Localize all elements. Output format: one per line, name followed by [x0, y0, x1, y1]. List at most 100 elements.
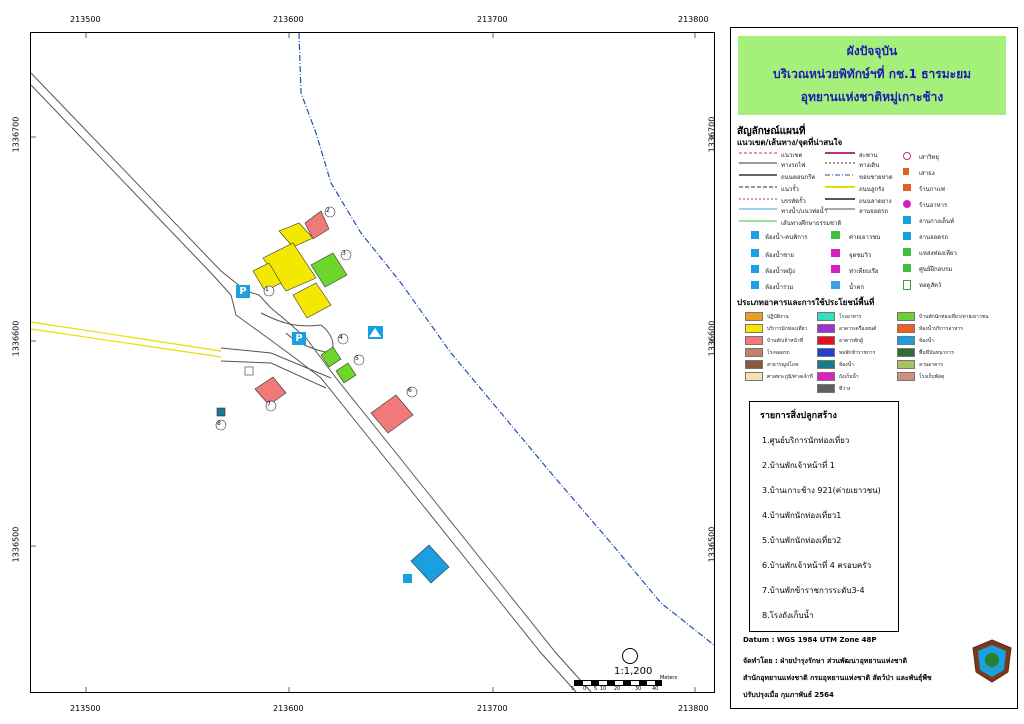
- label-7: 7: [267, 401, 271, 408]
- map-canvas[interactable]: [31, 33, 714, 692]
- restroom-legend-icon: [751, 281, 759, 289]
- point-item-6: แหล่งท่องเที่ยว: [919, 250, 957, 257]
- scale-tick-5: 30: [635, 686, 642, 692]
- grid-label-x-bottom-1: 213500: [70, 704, 101, 713]
- restaurant-icon: [903, 200, 911, 208]
- beach-line: [298, 33, 714, 646]
- line-item-7: สะพาน: [859, 152, 878, 159]
- male-restroom-icon: [751, 249, 759, 257]
- restroom-building: [410, 544, 450, 584]
- landuse-swatch: [745, 312, 763, 321]
- parking-legend-icon: [903, 232, 911, 240]
- facility-0: ห้องน้ำ-คนพิการ: [765, 234, 808, 241]
- facility-4: ค่ายเยาวชน: [849, 234, 881, 241]
- facility-5: จุดชมวิว: [849, 252, 872, 259]
- building-8-water-tank: [216, 407, 226, 417]
- landuse-label: บ้านพักเจ้าหน้าที่: [767, 338, 803, 344]
- accessible-restroom-icon: [751, 231, 759, 239]
- scale-tick-0: 5: [571, 686, 575, 692]
- landuse-swatch: [897, 372, 915, 381]
- landuse-swatch: [817, 324, 835, 333]
- scale-bar: [574, 680, 662, 686]
- scale-tick-4: 20: [614, 686, 621, 692]
- landuse-swatch: [817, 360, 835, 369]
- building-item-3: 3.บ้านเกาะช้าง 921(ค่ายเยาวชน): [762, 486, 881, 495]
- legend-panel: ผังปัจจุบัน บริเวณหน่วยพิทักษ์ฯที่ กช.1 …: [730, 27, 1018, 709]
- title-line-3: อุทยานแห่งชาติหมู่เกาะช้าง: [800, 90, 944, 104]
- buildings-list: รายการสิ่งปลูกสร้าง 1.ศูนย์บริการนักท่อง…: [749, 401, 899, 632]
- grid-label-y-left-1: 1336700: [11, 116, 21, 153]
- landuse-swatch: [817, 384, 835, 393]
- grid-label-x-bottom-3: 213700: [477, 704, 508, 713]
- line-item-3: แนวรั้ว: [781, 186, 799, 193]
- building-5: [335, 362, 357, 384]
- scale-unit: Meters: [660, 675, 678, 681]
- scale-tick-6: 40: [652, 686, 659, 692]
- title-line-2: บริเวณหน่วยพิทักษ์ฯที่ กช.1 ธารมะยม: [772, 67, 972, 81]
- map-frame[interactable]: [30, 32, 715, 693]
- line-item-1: ทางรถไฟ: [781, 162, 806, 169]
- landuse-label: ที่ว่าง: [839, 386, 851, 392]
- line-item-2: ถนนคอนกรีต: [781, 174, 816, 181]
- building-6: [370, 394, 414, 434]
- viewpoint-icon: [831, 249, 840, 257]
- landuse-label: โรงเก็บพัสดุ: [919, 374, 945, 380]
- landuse-label: อาคารพักผู้: [839, 338, 863, 344]
- line-item-12: ลานจอดรถ: [859, 208, 889, 215]
- small-structure: [244, 366, 254, 376]
- building-item-7: 7.บ้านพักข้าราชการระดับ3-4: [762, 586, 865, 595]
- landuse-title: ประเภทอาคารและการใช้ประโยชน์พื้นที่: [737, 298, 875, 307]
- line-item-10: ขอบชายหาด: [859, 174, 893, 181]
- landuse-label: ห้องน้ำ: [839, 362, 854, 368]
- main-road: [31, 72, 592, 692]
- landuse-label: ถังเก็บน้ำ: [839, 374, 859, 380]
- grid-label-x-top-3: 213700: [477, 15, 508, 24]
- point-item-4: ลานกางเต็นท์: [919, 218, 955, 225]
- flag-icon: [903, 168, 909, 175]
- building-1-visitor-center: [252, 222, 332, 319]
- point-item-2: ร้านกาแฟ: [919, 186, 945, 193]
- building-item-8: 8.โรงถังเก็บน้ำ: [762, 611, 814, 620]
- coffee-shop-icon: [903, 184, 911, 191]
- grid-label-y-left-2: 1336600: [11, 320, 21, 357]
- office-text: สำนักอุทยานแห่งชาติ กรมอุทยานแห่งชาติ สั…: [743, 674, 932, 682]
- facility-7: น้ำตก: [849, 284, 864, 291]
- landuse-swatch: [897, 324, 915, 333]
- attraction-icon: [903, 248, 911, 256]
- building-7: [254, 376, 287, 406]
- line-legend-swatches-2: [825, 152, 855, 210]
- grid-label-x-bottom-4: 213800: [678, 704, 709, 713]
- landuse-swatch: [745, 372, 763, 381]
- line-legend-swatches-1: [739, 152, 777, 222]
- female-restroom-icon: [751, 265, 759, 273]
- facility-2: ห้องน้ำหญิง: [765, 268, 795, 275]
- label-8: 8: [217, 420, 221, 427]
- lines-subtitle: แนวเขต/เส้นทาง/จุดที่น่าสนใจ: [737, 138, 843, 147]
- datum-text: Datum : WGS 1984 UTM Zone 48P: [743, 636, 877, 644]
- building-item-6: 6.บ้านพักเจ้าหน้าที่ 4 ครอบครัว: [762, 561, 872, 570]
- facility-6: ท่าเทียบเรือ: [849, 268, 879, 275]
- landuse-label: หอพักข้าราชการ: [839, 350, 876, 356]
- landuse-label: โรงอาหาร: [839, 314, 862, 320]
- symbols-title: สัญลักษณ์แผนที่: [737, 126, 806, 137]
- building-item-1: 1.ศูนย์บริการนักท่องเที่ยว: [762, 436, 850, 445]
- landuse-swatch: [817, 348, 835, 357]
- waterfall-icon: [831, 281, 840, 289]
- label-6: 6: [408, 387, 412, 394]
- grid-label-x-top-2: 213600: [273, 15, 304, 24]
- radio-tower-icon: [903, 152, 911, 160]
- buildings-list-title: รายการสิ่งปลูกสร้าง: [760, 411, 837, 421]
- grid-label-y-left-3: 1336500: [11, 526, 21, 563]
- landuse-label: ห้องน้ำบริการอาหาร: [919, 326, 963, 332]
- label-2: 2: [326, 207, 330, 214]
- landuse-label: สาธารณูปโภค: [767, 362, 799, 368]
- label-1: 1: [265, 286, 269, 293]
- landuse-swatch: [745, 324, 763, 333]
- grid-label-x-top-1: 213500: [70, 15, 101, 24]
- landuse-label: บ้านพักนักท่องเที่ยว/ค่ายเยาวชน: [919, 314, 989, 320]
- parking-icon-2: P: [292, 332, 306, 345]
- scale-ratio: 1:1,200: [614, 666, 653, 677]
- training-center-icon: [903, 264, 911, 272]
- landuse-swatch: [897, 336, 915, 345]
- youth-camp-icon: [831, 231, 840, 239]
